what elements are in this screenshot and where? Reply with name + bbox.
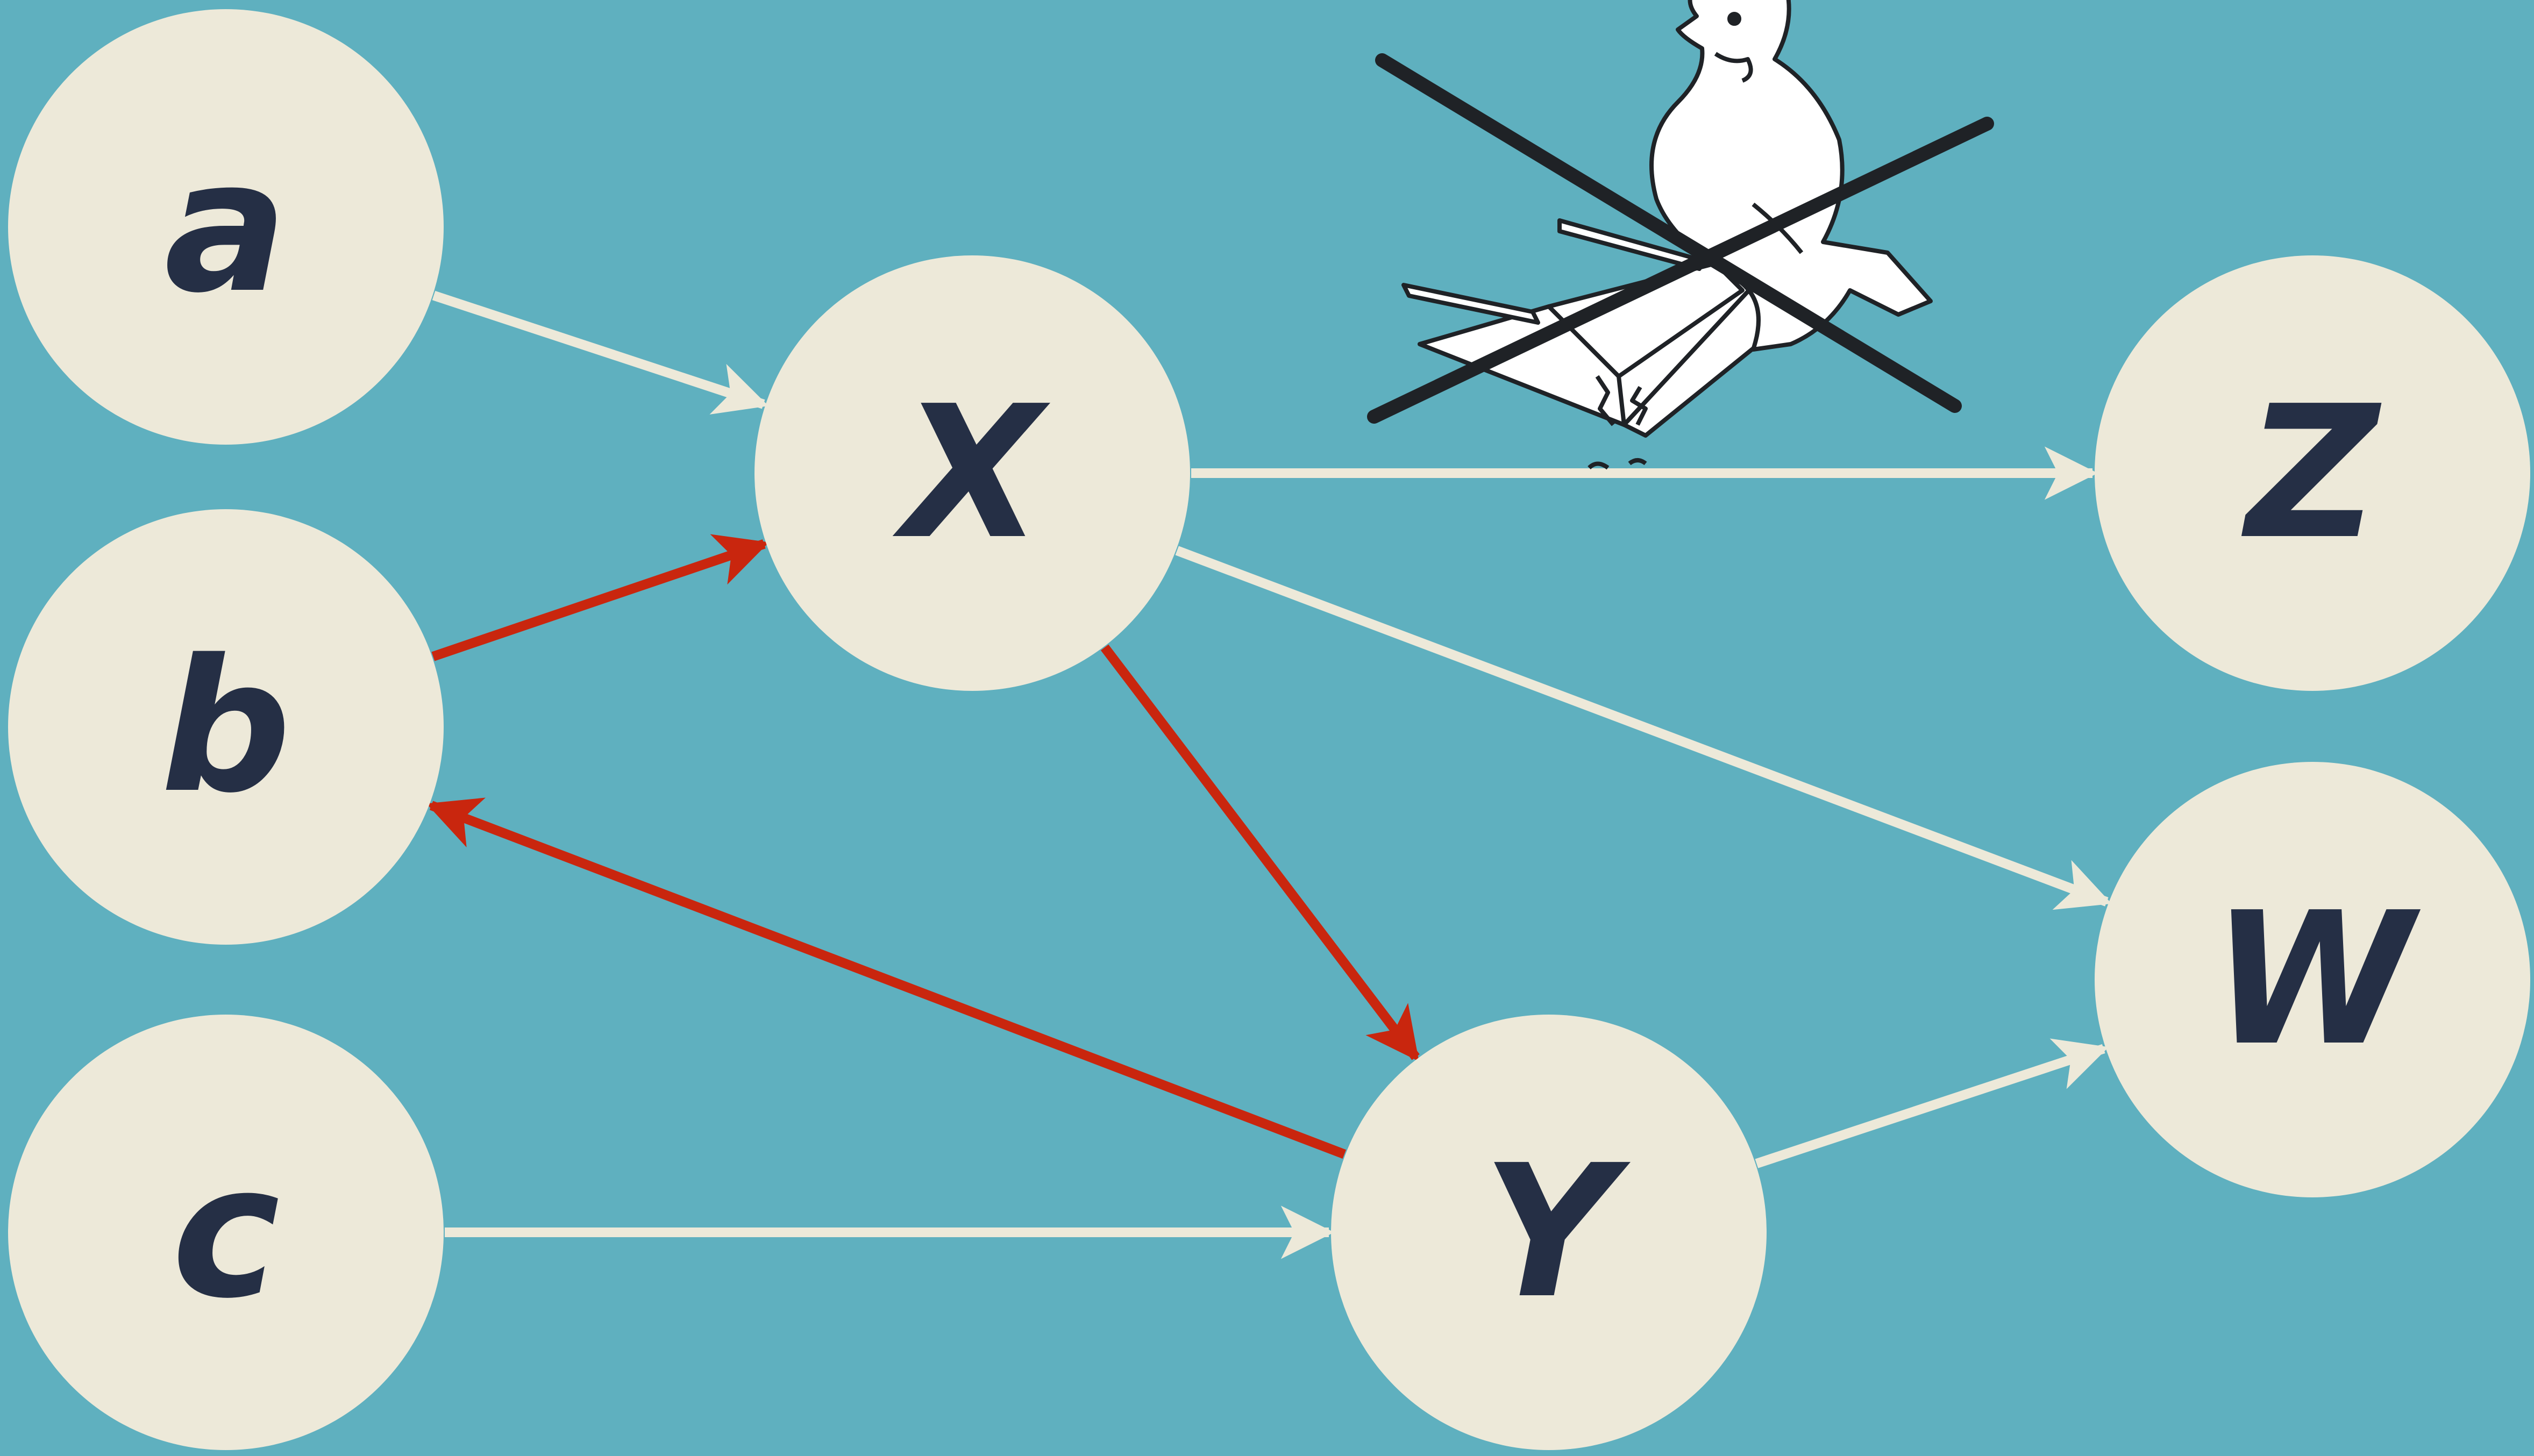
node-z-label: Z — [2240, 367, 2383, 580]
node-a-circle — [8, 9, 444, 445]
node-b-label: b — [160, 620, 291, 833]
crossed-out-pigeon-on-box-icon — [1367, 0, 1994, 470]
node-x-label: X — [891, 367, 1051, 580]
nodes-layer: a b c X Y Z W — [8, 9, 2530, 1450]
edges-layer — [426, 290, 2112, 1259]
node-b: b — [8, 509, 444, 945]
node-x-circle — [754, 255, 1190, 691]
edge-X-to-Y — [1100, 644, 1420, 1062]
node-c-label: c — [172, 1126, 280, 1339]
edge-Y-to-W — [1755, 1038, 2109, 1168]
edge-Y-to-b — [426, 797, 1347, 1159]
node-w-circle — [2095, 762, 2530, 1197]
node-z: Z — [2095, 255, 2530, 691]
edge-a-to-X — [432, 290, 768, 415]
node-z-circle — [2095, 255, 2530, 691]
node-x: X — [754, 255, 1190, 691]
node-w-label: W — [2211, 873, 2423, 1086]
node-y: Y — [1331, 1015, 1767, 1450]
node-a-label: a — [164, 120, 287, 333]
node-w: W — [2095, 762, 2530, 1197]
node-a: a — [8, 9, 444, 445]
edge-X-to-W — [1175, 546, 2112, 910]
node-y-label: Y — [1483, 1126, 1631, 1339]
node-y-circle — [1331, 1015, 1767, 1450]
node-c: c — [8, 1015, 444, 1450]
edge-b-to-X — [431, 534, 770, 661]
node-c-circle — [8, 1015, 444, 1450]
node-b-circle — [8, 509, 444, 945]
